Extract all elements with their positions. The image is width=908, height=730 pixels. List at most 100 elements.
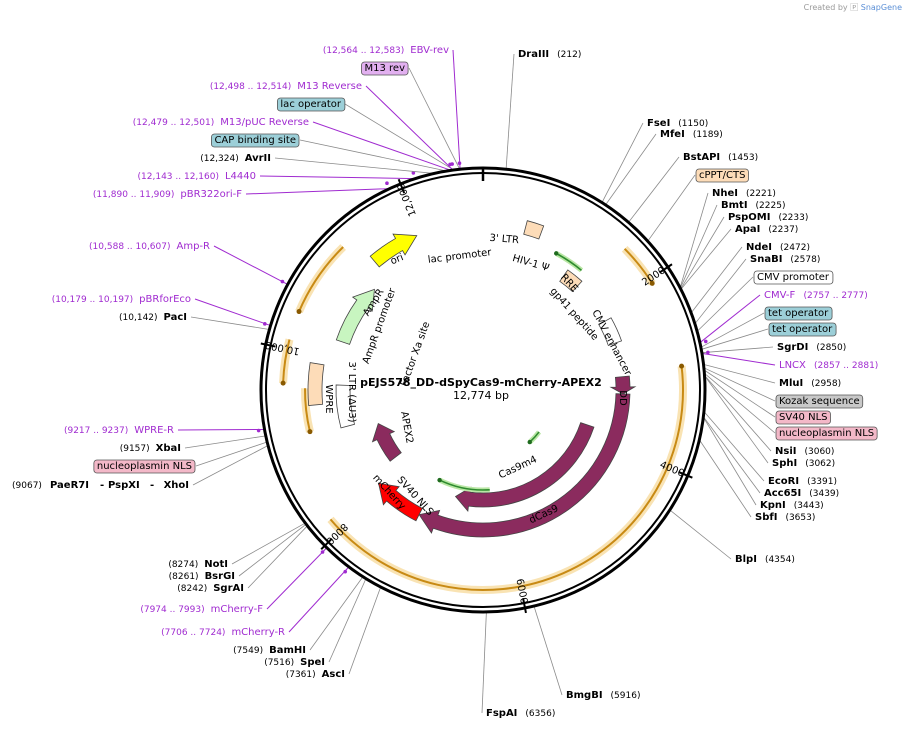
label-sphi[interactable]: SphI(3062)	[772, 458, 835, 469]
label-kozak-sequence[interactable]: Kozak sequence	[775, 394, 864, 409]
feature-rre[interactable]	[559, 269, 583, 293]
label-sgrdi[interactable]: SgrDI(2850)	[777, 342, 846, 353]
label-nucleoplasmin-nls[interactable]: nucleoplasmin NLS	[93, 459, 196, 474]
feature-apex2[interactable]	[371, 423, 402, 462]
feature-ampr[interactable]	[335, 288, 375, 345]
label-name: KpnI	[760, 500, 786, 511]
feature-wpre[interactable]	[335, 384, 355, 429]
label-sgrai[interactable]: SgrAI(8242)	[177, 583, 244, 594]
label-tet-operator[interactable]: tet operator	[764, 306, 833, 321]
label-paci[interactable]: PacI(10,142)	[119, 312, 187, 323]
label-coord: (7361)	[286, 670, 316, 680]
label-cap-binding-site[interactable]: CAP binding site	[211, 133, 300, 148]
label-coord: (7516)	[264, 658, 294, 668]
feature-cas9m4[interactable]	[454, 422, 595, 513]
label-avrii[interactable]: AvrII(12,324)	[200, 153, 271, 164]
label-name: lac operator	[280, 99, 341, 110]
label-cmv-f[interactable]: CMV-F(2757 .. 2777)	[764, 290, 868, 301]
orf-arc-tip	[679, 363, 685, 369]
orf-arc-tip	[307, 429, 313, 435]
feature-dd[interactable]	[609, 375, 637, 395]
label-nsii[interactable]: NsiI(3060)	[775, 446, 834, 457]
feature-mcherry[interactable]	[377, 482, 423, 522]
label-cppt-cts[interactable]: cPPT/CTS	[695, 168, 749, 183]
label-name: NheI	[712, 188, 738, 199]
label-pbr322ori-f[interactable]: pBR322ori-F(11,890 .. 11,909)	[93, 189, 242, 200]
plasmid-name: pEJS578_DD-dSpyCas9-mCherry-APEX2	[360, 376, 602, 389]
label-noti[interactable]: NotI(8274)	[168, 559, 228, 570]
label-m13-puc-reverse[interactable]: M13/pUC Reverse(12,479 .. 12,501)	[133, 117, 309, 128]
label-blpi[interactable]: BlpI(4354)	[735, 554, 795, 565]
leader-line-pbr322ori-f	[245, 188, 390, 195]
label-coord: (212)	[557, 50, 581, 60]
label-name: cPPT/CTS	[699, 170, 745, 181]
label-coord: (8242)	[177, 584, 207, 594]
leader-line-wpre-r	[177, 428, 265, 431]
label-sv40-nls[interactable]: SV40 NLS	[775, 410, 831, 425]
feature-cmv-enhancer[interactable]	[598, 317, 623, 347]
ring-tick-mark	[522, 597, 527, 614]
label-mfei[interactable]: MfeI(1189)	[660, 129, 723, 140]
label-cmv-promoter[interactable]: CMV promoter	[753, 270, 834, 285]
label-draiii[interactable]: DraIII(212)	[518, 49, 581, 60]
label-xbai[interactable]: XbaI(9157)	[120, 443, 181, 454]
label-pbrforeco[interactable]: pBRforEco(10,179 .. 10,197)	[52, 294, 191, 305]
label-coord: (7706 .. 7724)	[161, 628, 225, 638]
label-lncx[interactable]: LNCX(2857 .. 2881)	[779, 360, 878, 371]
label-name: BstAPI	[683, 152, 720, 163]
label-pspomi[interactable]: PspOMI(2233)	[728, 212, 808, 223]
label-name: PacI	[164, 312, 187, 323]
label-mcherry-r[interactable]: mCherry-R(7706 .. 7724)	[161, 627, 285, 638]
label-name: AvrII	[245, 153, 271, 164]
label-mcherry-f[interactable]: mCherry-F(7974 .. 7993)	[140, 604, 263, 615]
label-coord: (3391)	[807, 477, 837, 487]
label-ebv-rev[interactable]: EBV-rev(12,564 .. 12,583)	[323, 45, 449, 56]
label-nhei[interactable]: NheI(2221)	[712, 188, 776, 199]
label-xhoi[interactable]: XhoI	[164, 480, 189, 491]
label-fsei[interactable]: FseI(1150)	[647, 118, 708, 129]
label-bamhi[interactable]: BamHI(7549)	[233, 645, 306, 656]
orf-arcs	[279, 244, 687, 594]
label-mlui[interactable]: MluI(2958)	[779, 378, 841, 389]
green-arrow-tip	[554, 251, 559, 256]
label-snabi[interactable]: SnaBI(2578)	[750, 254, 820, 265]
feature-3-ltr-u3[interactable]	[307, 362, 325, 406]
label-bmgbi[interactable]: BmgBI(5916)	[566, 690, 640, 701]
feature-3-ltr[interactable]	[523, 220, 545, 240]
primer-mark	[263, 322, 267, 326]
label-lac-operator[interactable]: lac operator	[277, 97, 346, 112]
label-kpni[interactable]: KpnI(3443)	[760, 500, 824, 511]
label-acc65i[interactable]: Acc65I(3439)	[764, 488, 839, 499]
label-ndei[interactable]: NdeI(2472)	[746, 242, 810, 253]
feature-ori[interactable]	[369, 233, 418, 268]
label-name: LNCX	[779, 360, 806, 371]
label-fspai[interactable]: FspAI(6356)	[486, 708, 555, 719]
label-asci[interactable]: AscI(7361)	[286, 669, 345, 680]
leader-line-bsrgi	[238, 523, 307, 577]
label-name: MluI	[779, 378, 803, 389]
label-name: SgrDI	[777, 342, 808, 353]
label-sbfi[interactable]: SbfI(3653)	[755, 512, 815, 523]
label-l4440[interactable]: L4440(12,143 .. 12,160)	[138, 171, 256, 182]
label-apai[interactable]: ApaI(2237)	[735, 224, 798, 235]
label-name: L4440	[225, 171, 256, 182]
label-coord: (8261)	[169, 572, 199, 582]
label-nucleoplasmin-nls[interactable]: nucleoplasmin NLS	[775, 426, 878, 441]
label-bmti[interactable]: BmtI(2225)	[721, 200, 785, 211]
label-name: pBR322ori-F	[180, 189, 242, 200]
label-bsrgi[interactable]: BsrGI (8261)	[169, 571, 235, 582]
label-wpre-r[interactable]: WPRE-R(9217 .. 9237)	[64, 425, 174, 436]
leader-line-xbai	[184, 435, 266, 449]
label-m13-reverse[interactable]: M13 Reverse(12,498 .. 12,514)	[210, 81, 362, 92]
label-coord: (2225)	[756, 201, 786, 211]
label-name: SV40 NLS	[779, 412, 828, 423]
label-tet-operator[interactable]: tet operator	[768, 322, 837, 337]
label-name: BsrGI	[205, 571, 235, 582]
leader-line-spei	[328, 578, 367, 663]
label-ecori[interactable]: EcoRI(3391)	[768, 476, 837, 487]
primer-mark	[256, 428, 261, 433]
label-m13-rev[interactable]: M13 rev	[361, 61, 409, 76]
label-bstapi[interactable]: BstAPI(1453)	[683, 152, 758, 163]
label-spei[interactable]: SpeI(7516)	[264, 657, 325, 668]
label-amp-r[interactable]: Amp-R(10,588 .. 10,607)	[89, 241, 210, 252]
